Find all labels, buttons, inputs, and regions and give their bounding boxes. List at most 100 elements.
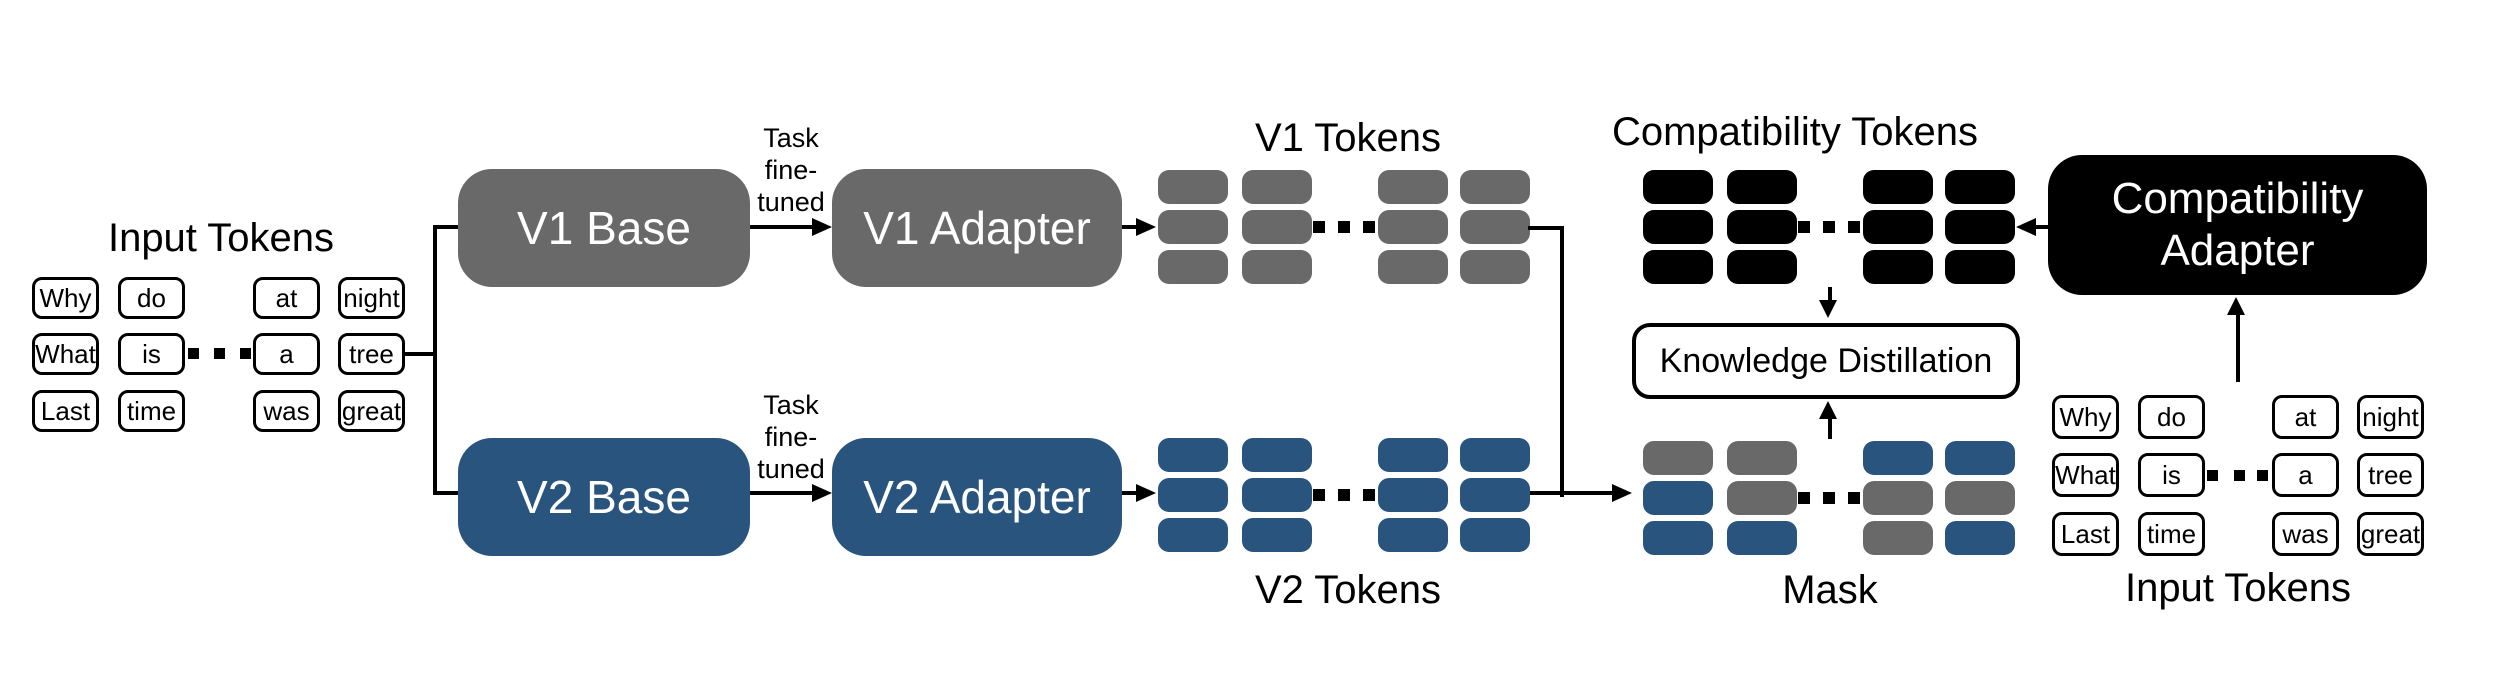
v2-token-blue: [1158, 478, 1228, 512]
v1-token-gray: [1378, 210, 1448, 244]
mask-to-kd-arrowhead: [1819, 401, 1837, 419]
v2-token-blue: [1378, 518, 1448, 552]
ellipsis-dot: [1798, 492, 1810, 504]
v2-tokens-label: V2 Tokens: [1254, 568, 1442, 612]
ellipsis-dot: [1313, 489, 1325, 501]
input-token-night: night: [2357, 395, 2424, 439]
connector-tree-to-branch: [403, 352, 436, 356]
v1-token-gray: [1158, 250, 1228, 284]
input-token-what: What: [2052, 453, 2119, 497]
compatibility-token-black: [1643, 210, 1713, 244]
compatibility-adapter-line: Compatibility: [2111, 174, 2364, 224]
input-token-why: Why: [32, 277, 99, 319]
branch-stub-v2: [433, 491, 460, 495]
ellipsis-dot: [1798, 221, 1810, 233]
v2-base-to-adapter-arrowhead: [812, 484, 832, 502]
mask-token-blue: [1945, 441, 2015, 475]
input-token-tree: tree: [338, 333, 405, 375]
v2-token-grid: [1158, 438, 1530, 552]
ellipsis-dot: [1823, 492, 1835, 504]
mask-token-blue: [1945, 521, 2015, 555]
v1-token-gray: [1158, 170, 1228, 204]
input-token-do: do: [2138, 395, 2205, 439]
compatibility-token-black: [1863, 210, 1933, 244]
finetune-line: fine-: [764, 422, 818, 452]
compatibility-token-black: [1643, 250, 1713, 284]
ellipsis-dot: [1363, 221, 1375, 233]
task-finetuned-label-v2: Task fine- tuned: [731, 389, 851, 485]
input-token-was: was: [253, 390, 320, 432]
ellipsis-dot: [1363, 489, 1375, 501]
ellipsis-dot: [1338, 489, 1350, 501]
input-token-at: at: [2272, 395, 2339, 439]
input-token-last: Last: [2052, 512, 2119, 556]
ellipsis-dot: [2257, 470, 2268, 481]
v1-adapter-box: V1 Adapter: [832, 169, 1122, 287]
knowledge-distillation-box: Knowledge Distillation: [1632, 323, 2020, 399]
ellipsis-dot: [1823, 221, 1835, 233]
v1-base-to-adapter-arrowhead: [812, 218, 832, 236]
v2-token-blue: [1460, 438, 1530, 472]
finetune-line: Task: [763, 123, 819, 153]
mask-token-blue: [1727, 521, 1797, 555]
ellipsis-dot: [1848, 221, 1860, 233]
compat-tokens-to-kd-arrow: [1828, 287, 1832, 302]
ellipsis-dot: [1313, 221, 1325, 233]
mask-to-kd-arrow: [1828, 417, 1832, 439]
finetune-line: Task: [763, 390, 819, 420]
adapter-to-compat-tokens-arrowhead: [2016, 218, 2036, 236]
finetune-line: fine-: [764, 155, 818, 185]
finetune-line: tuned: [757, 454, 825, 484]
v2-tokens-out-line: [1528, 491, 1614, 495]
input-token-what: What: [32, 333, 99, 375]
v2-token-blue: [1378, 478, 1448, 512]
compatibility-token-black: [1727, 210, 1797, 244]
compatibility-token-black: [1945, 250, 2015, 284]
input-token-was: was: [2272, 512, 2339, 556]
v1-tokens-out-line: [1528, 226, 1564, 230]
v2-adapter-box: V2 Adapter: [832, 438, 1122, 556]
ellipsis-dot: [1848, 492, 1860, 504]
task-finetuned-label-v1: Task fine- tuned: [731, 122, 851, 218]
input-token-a: a: [2272, 453, 2339, 497]
input-token-last: Last: [32, 390, 99, 432]
branch-stub-v1: [433, 225, 460, 229]
input-token-a: a: [253, 333, 320, 375]
mask-token-gray: [1863, 481, 1933, 515]
adapter-to-compat-tokens-arrow: [2034, 225, 2048, 229]
finetune-line: tuned: [757, 187, 825, 217]
v1-tokens-label: V1 Tokens: [1254, 116, 1442, 160]
ellipsis-dot: [188, 348, 199, 359]
compatibility-tokens-label: Compatibility Tokens: [1611, 110, 1979, 154]
right-input-tokens-title: Input Tokens: [2124, 566, 2352, 610]
v2-base-box: V2 Base: [458, 438, 750, 556]
ellipsis-dot: [2234, 470, 2245, 481]
v1-adapter-to-tokens-arrow: [1122, 225, 1138, 229]
input-token-why: Why: [2052, 395, 2119, 439]
left-input-tokens-title: Input Tokens: [107, 216, 335, 260]
v1-token-gray: [1460, 170, 1530, 204]
mask-token-gray: [1643, 441, 1713, 475]
v2-token-blue: [1158, 438, 1228, 472]
branch-line: [433, 225, 437, 495]
mask-token-blue: [1863, 441, 1933, 475]
input-token-at: at: [253, 277, 320, 319]
mask-token-gray: [1727, 441, 1797, 475]
v2-token-blue: [1242, 518, 1312, 552]
compatibility-token-black: [1863, 250, 1933, 284]
mask-token-gray: [1945, 481, 2015, 515]
input-token-great: great: [338, 390, 405, 432]
v1-base-to-adapter-arrow: [750, 225, 814, 229]
mask-label: Mask: [1782, 568, 1878, 612]
v1-token-gray: [1460, 250, 1530, 284]
compatibility-token-black: [1863, 170, 1933, 204]
v1-token-gray: [1378, 170, 1448, 204]
compatibility-token-black: [1945, 210, 2015, 244]
v2-token-blue: [1460, 518, 1530, 552]
v1-token-gray: [1378, 250, 1448, 284]
v2-token-blue: [1378, 438, 1448, 472]
input-token-time: time: [118, 390, 185, 432]
